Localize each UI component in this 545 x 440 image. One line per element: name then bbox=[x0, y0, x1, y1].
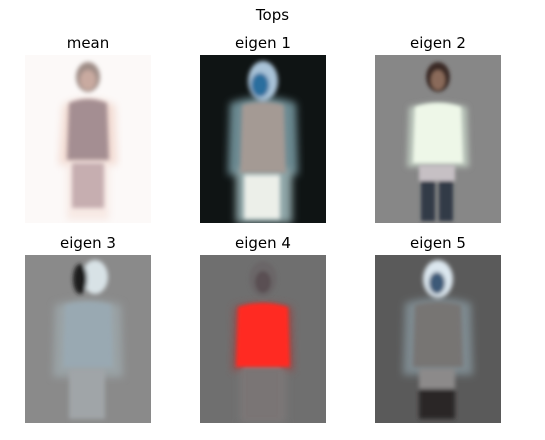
panel-eigen-1: eigen 1 bbox=[200, 33, 326, 223]
eigen-3-image bbox=[25, 255, 151, 423]
eigen-4-image bbox=[200, 255, 326, 423]
panel-title: eigen 4 bbox=[235, 234, 291, 252]
panel-title: eigen 5 bbox=[410, 234, 466, 252]
eigen-5-image bbox=[375, 255, 501, 423]
panel-title: mean bbox=[66, 34, 110, 52]
panel-mean: mean bbox=[25, 33, 151, 223]
panel-eigen-3: eigen 3 bbox=[25, 233, 151, 423]
panel-eigen-5: eigen 5 bbox=[375, 233, 501, 423]
eigen-1-image bbox=[200, 55, 326, 223]
panel-title: eigen 1 bbox=[235, 34, 291, 52]
eigen-2-image bbox=[375, 55, 501, 223]
panel-eigen-2: eigen 2 bbox=[375, 33, 501, 223]
panel-eigen-4: eigen 4 bbox=[200, 233, 326, 423]
panel-title: eigen 3 bbox=[60, 234, 116, 252]
mean-image bbox=[25, 55, 151, 223]
figure-title: Tops bbox=[255, 6, 290, 24]
panel-title: eigen 2 bbox=[410, 34, 466, 52]
